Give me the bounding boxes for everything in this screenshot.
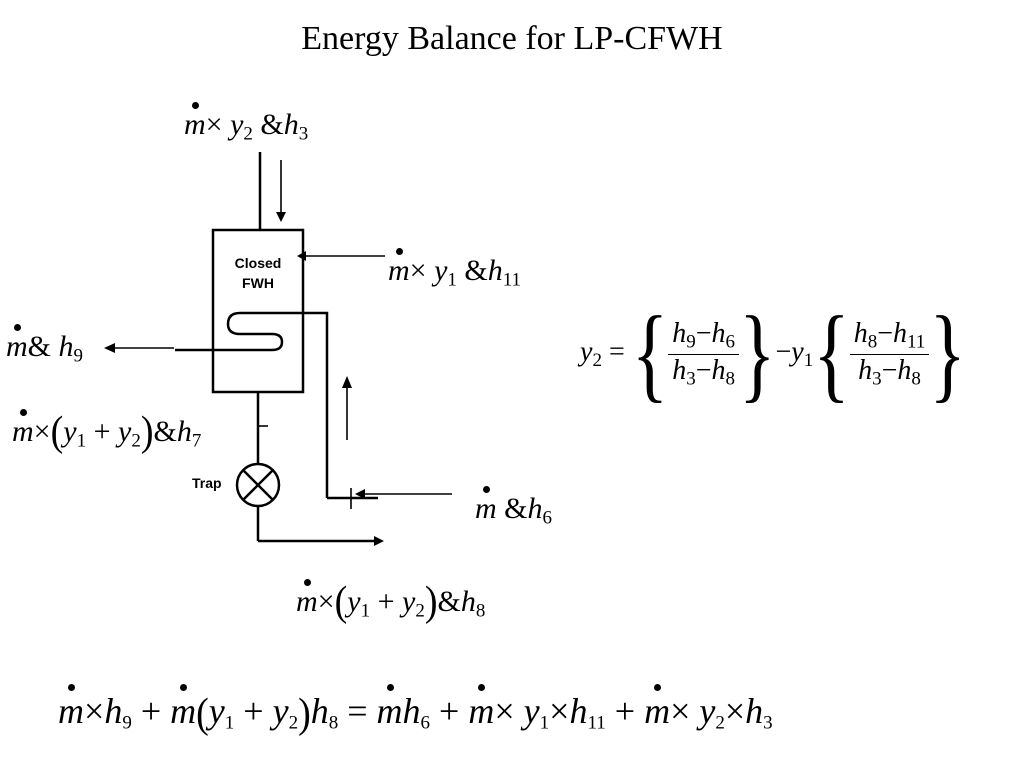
fraction-1: h9−h6 h3−h8 bbox=[668, 318, 740, 390]
fwh-label-line2: FWH bbox=[242, 275, 274, 291]
fwh-label-line1: Closed bbox=[235, 255, 282, 271]
label-top-inlet: m× y2 &h3 bbox=[184, 102, 309, 145]
label-feed-inlet: m &h6 bbox=[475, 486, 553, 529]
label-drain-mid: m×(y1 + y2)&h7 bbox=[12, 408, 202, 456]
trap-label: Trap bbox=[192, 475, 222, 491]
feedwater-coil bbox=[175, 311, 329, 498]
label-drain-outlet: m×(y1 + y2)&h8 bbox=[296, 578, 486, 626]
slide-title: Energy Balance for LP-CFWH bbox=[301, 20, 723, 57]
fraction-2: h8−h11 h3−h8 bbox=[849, 318, 930, 390]
label-bleed-inlet: m× y1 &h11 bbox=[388, 248, 522, 291]
label-feed-outlet: m& h9 bbox=[6, 324, 84, 367]
trap-valve bbox=[235, 462, 281, 508]
y2-equation: y2 = { h9−h6 h3−h8 }−y1{ h8−h11 h3−h8 } bbox=[580, 295, 966, 413]
energy-balance-equation: m×h9 + m(y1 + y2)h8 = mh6 + m× y1×h11 + … bbox=[58, 684, 773, 738]
